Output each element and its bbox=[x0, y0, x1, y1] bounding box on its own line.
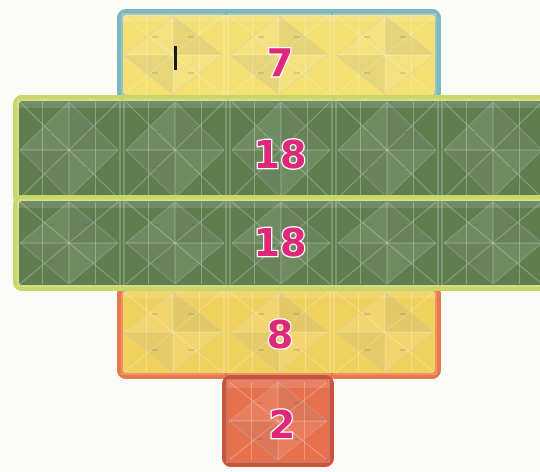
tile bbox=[124, 100, 226, 200]
tile bbox=[336, 100, 438, 200]
tile bbox=[18, 100, 120, 200]
row-1-count-label: 7 bbox=[250, 44, 310, 82]
row-3-count-label: 18 bbox=[240, 224, 320, 262]
row-4-count-label: 8 bbox=[250, 316, 310, 354]
row-5-count-label: 2 bbox=[252, 406, 312, 444]
row-2-count-label: 18 bbox=[240, 136, 320, 174]
text-cursor bbox=[174, 46, 177, 70]
tile bbox=[124, 200, 226, 286]
tile bbox=[334, 14, 436, 96]
tile bbox=[122, 14, 224, 96]
tile bbox=[336, 200, 438, 286]
tile bbox=[334, 290, 436, 374]
tile bbox=[18, 200, 120, 286]
tile bbox=[122, 290, 224, 374]
